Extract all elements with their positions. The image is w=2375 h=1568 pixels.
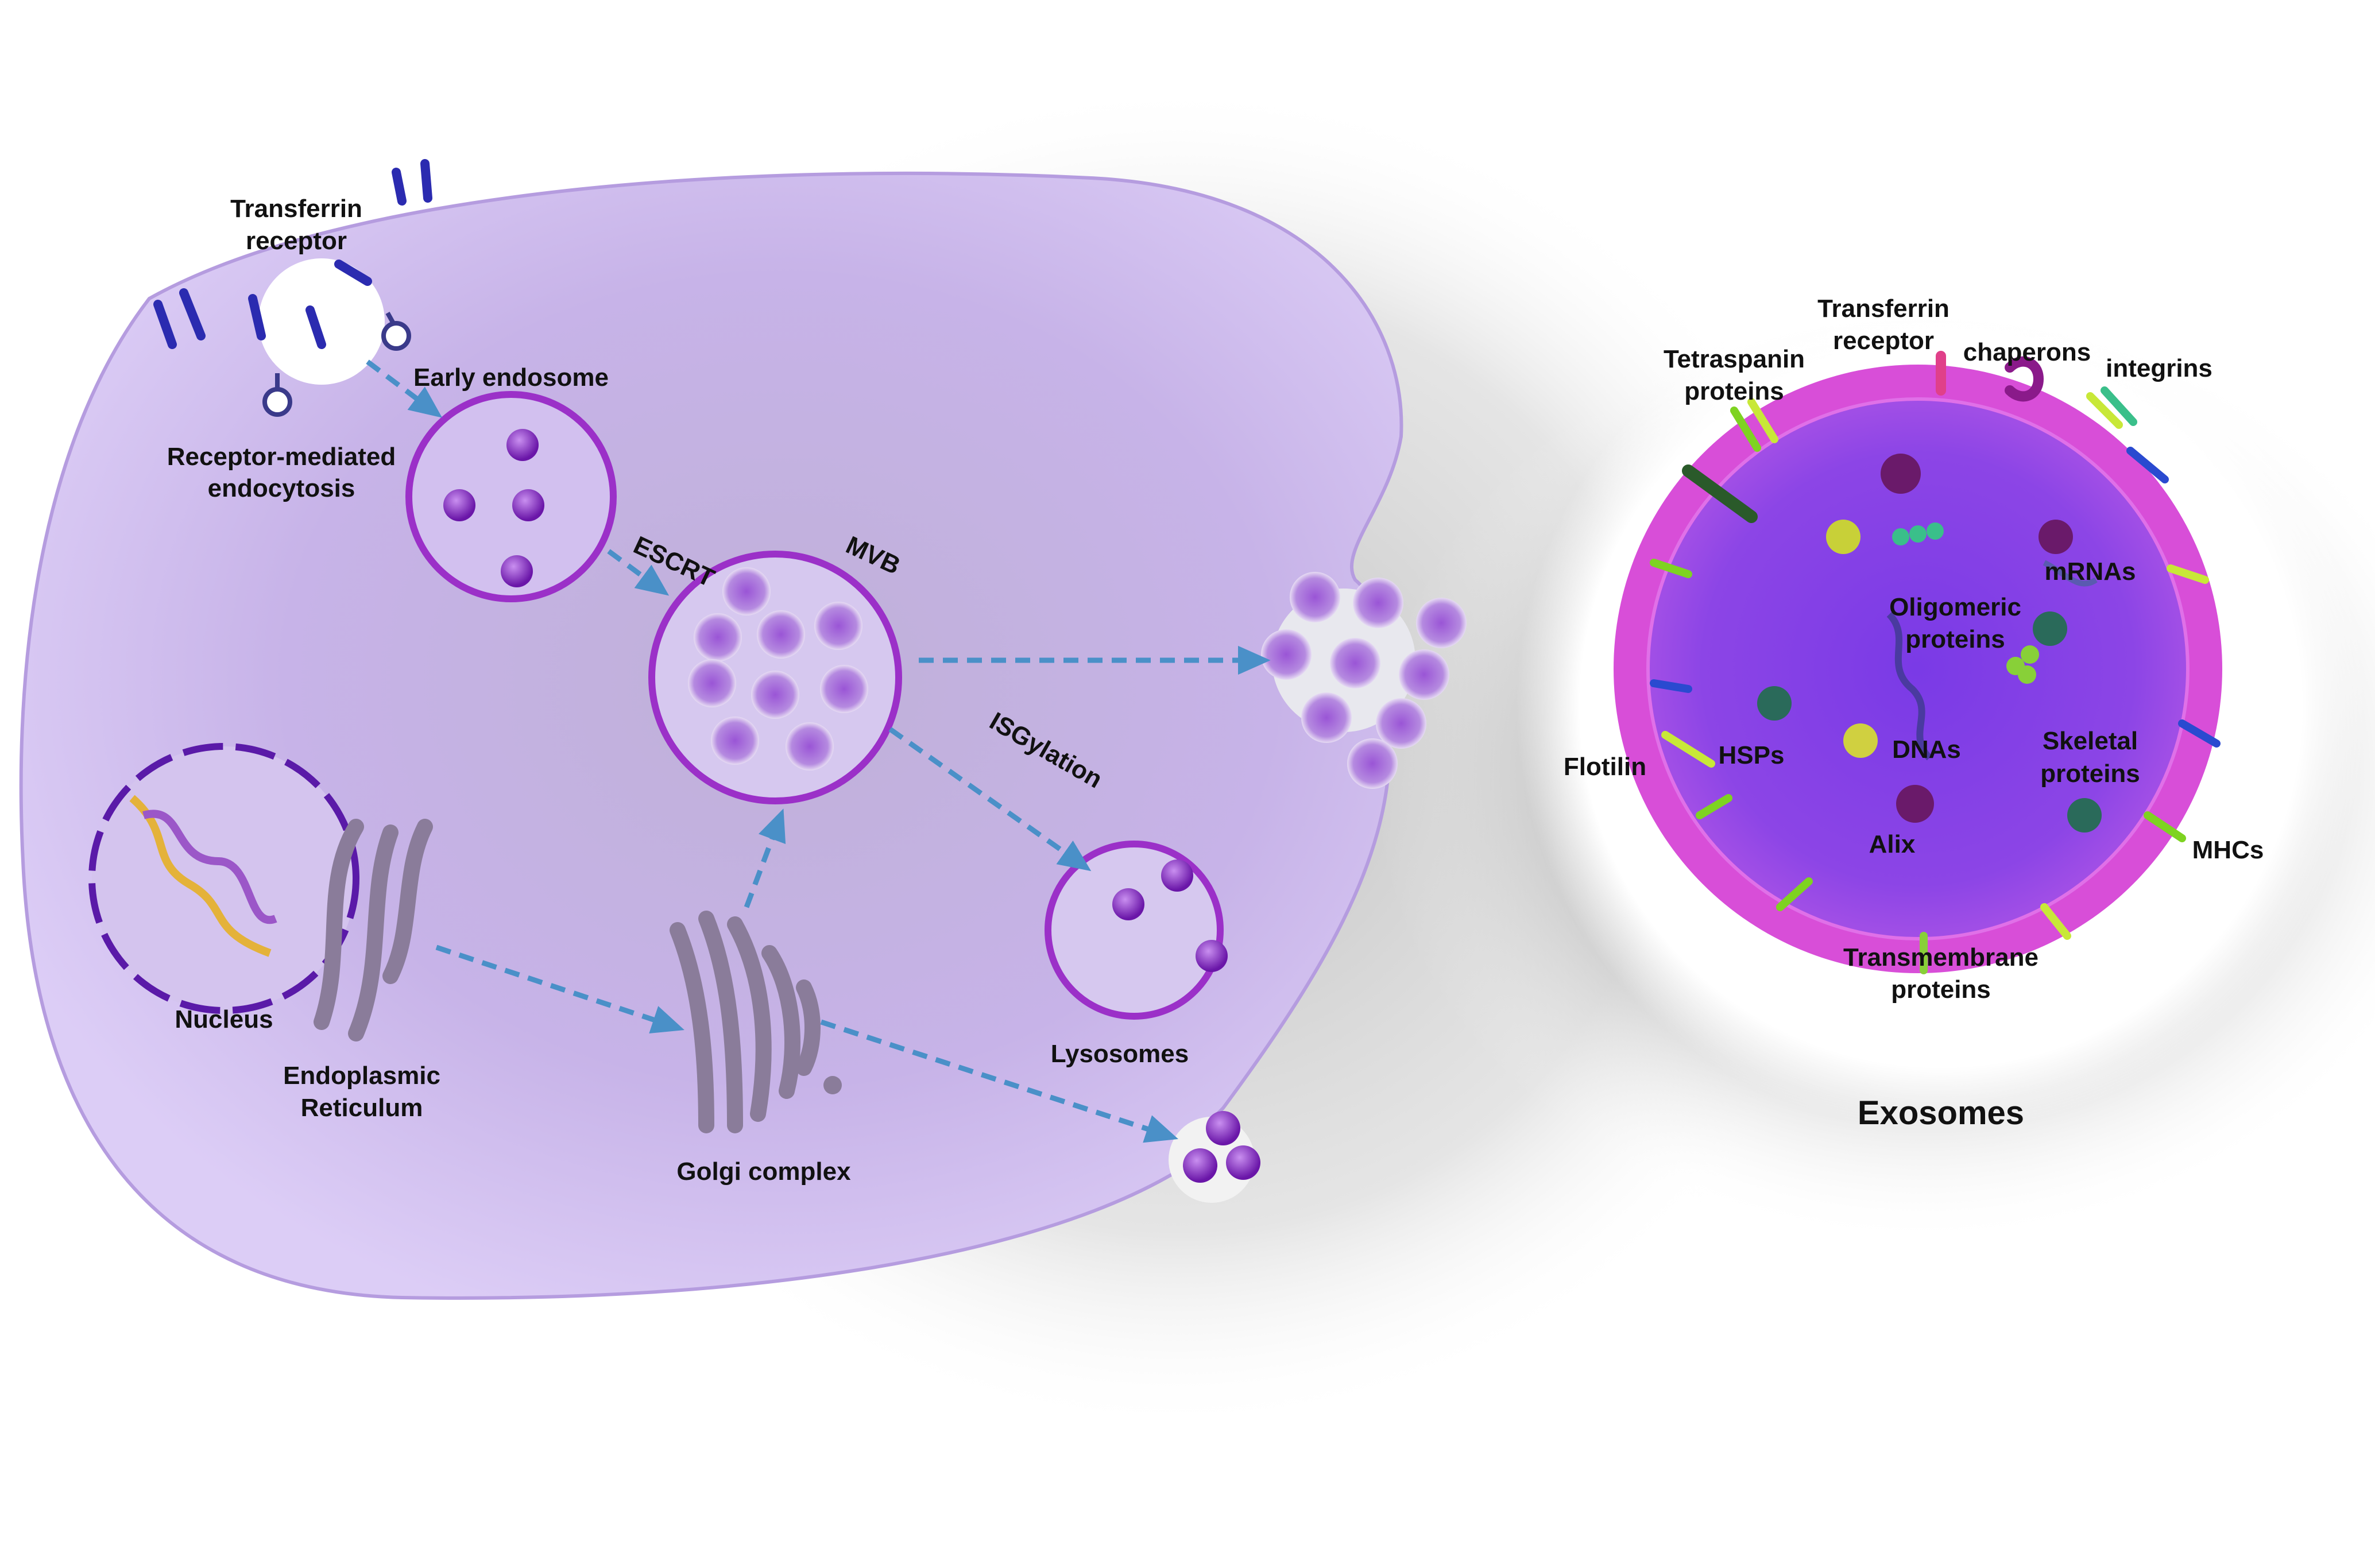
released-exosomes (1261, 572, 1467, 789)
label-mhcs: MHCs (2192, 836, 2264, 864)
golgi-complex (670, 911, 842, 1133)
exosome-membrane-proteins (1650, 351, 2221, 974)
label-nucleus: Nucleus (175, 1005, 273, 1033)
exosome (1614, 365, 2222, 973)
label-oligomeric-line2: proteins (1905, 625, 2005, 653)
transferrin-receptors (153, 159, 432, 349)
label-chaperons: chaperons (1963, 338, 2091, 366)
secretory-vesicles (1183, 1111, 1260, 1183)
label-transmembrane-line1: Transmembrane (1843, 943, 2039, 971)
arrow-golgi-to-mvb (744, 808, 786, 908)
arrow-golgi-to-secretion (820, 1019, 1178, 1143)
multivesicular-body (648, 551, 902, 804)
arrow-mvb-to-lysosome (888, 727, 1092, 872)
label-exo-transferrin-line2: receptor (1833, 327, 1934, 355)
label-flotilin: Flotilin (1564, 753, 1646, 781)
early-endosome (405, 391, 617, 602)
label-skeletal-line1: Skeletal (2043, 727, 2138, 755)
label-hsps: HSPs (1719, 741, 1785, 769)
label-integrins: integrins (2106, 354, 2212, 382)
label-tetraspanin-line1: Tetraspanin (1664, 345, 1805, 373)
endocytosis-pit (258, 258, 385, 385)
label-transmembrane-line2: proteins (1891, 975, 1991, 1004)
arrow-er-to-golgi (435, 944, 684, 1033)
label-golgi-complex: Golgi complex (676, 1157, 851, 1186)
label-transferrin-receptor-line1: Transferrin (230, 195, 362, 223)
label-alix: Alix (1869, 830, 1916, 858)
label-receptor-mediated-line2: endocytosis (208, 474, 355, 502)
label-er-line2: Reticulum (301, 1094, 423, 1122)
label-early-endosome: Early endosome (413, 363, 609, 392)
nucleus (88, 743, 359, 1014)
label-transferrin-receptor-line2: receptor (246, 227, 347, 255)
exosome-labels: Transferrin receptor Tetraspanin protein… (1564, 295, 2264, 1132)
label-oligomeric-line1: Oligomeric (1889, 593, 2021, 621)
label-dnas: DNAs (1892, 735, 1961, 764)
label-tetraspanin-line2: proteins (1684, 377, 1784, 405)
label-skeletal-line2: proteins (2040, 760, 2140, 788)
label-exo-transferrin-line1: Transferrin (1817, 295, 1949, 323)
label-er-line1: Endoplasmic (283, 1062, 440, 1090)
arrow-endocytosis-to-endosome (366, 359, 443, 418)
label-mrnas: mRNAs (2045, 557, 2136, 586)
label-receptor-mediated-line1: Receptor-mediated (167, 443, 396, 471)
arrow-endosome-to-mvb (607, 549, 670, 596)
label-exosomes-title: Exosomes (1858, 1094, 2024, 1132)
lysosome (1045, 841, 1228, 1020)
label-lysosomes: Lysosomes (1051, 1040, 1189, 1068)
receptor-loops (262, 312, 411, 417)
endoplasmic-reticulum (314, 819, 433, 1042)
